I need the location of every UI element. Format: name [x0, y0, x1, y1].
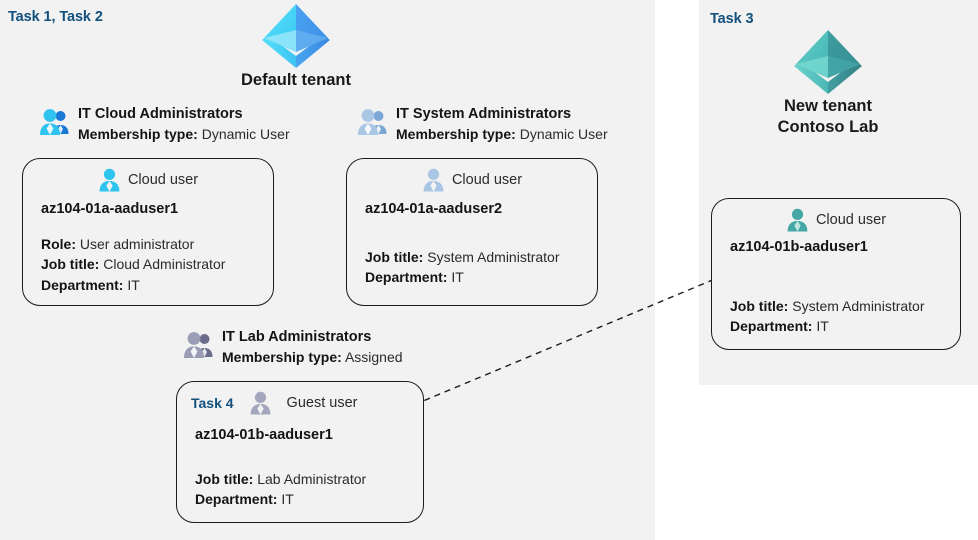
attribute-label: Department:: [730, 318, 813, 335]
attribute-value: System Administrator: [427, 249, 560, 265]
user-type-row: Cloud user: [712, 199, 960, 232]
membership-type-label: Membership type:: [222, 348, 342, 365]
attribute-row: Department: IT: [41, 275, 273, 295]
user-principal-name: az104-01a-aaduser1: [41, 201, 179, 217]
attribute-value: IT: [281, 491, 294, 508]
attribute-value: System Administrator: [792, 298, 925, 314]
user-attributes: Job title: Lab Administrator Department:…: [177, 443, 423, 510]
user-type-row: Cloud user: [23, 159, 273, 192]
user-type-row: Task 4 Guest user: [177, 382, 423, 415]
attribute-label: Department:: [365, 269, 448, 286]
group-it-cloud-administrators: IT Cloud Administrators Membership type:…: [38, 104, 290, 144]
user-card-az104-01a-aaduser2: Cloud user az104-01a-aaduser2 Job title:…: [346, 158, 598, 306]
azure-ad-tenant-pyramid-icon: [262, 4, 330, 68]
group-name: IT System Administrators: [396, 106, 572, 122]
group-membership: Membership type: Dynamic User: [396, 125, 608, 145]
user-type-label: Guest user: [286, 395, 358, 411]
user-attributes: Job title: System Administrator Departme…: [712, 255, 960, 337]
task-label-1-2: Task 1, Task 2: [8, 9, 103, 25]
attribute-label: Department:: [195, 491, 278, 508]
attribute-value: Cloud Administrator: [103, 256, 226, 273]
user-attributes: Role: User administrator Job title: Clou…: [23, 217, 273, 295]
attribute-row: Job title: System Administrator: [730, 296, 960, 316]
user-type-row: Cloud user: [347, 159, 597, 192]
cloud-user-icon: [787, 208, 808, 232]
azure-ad-tenant-pyramid-icon: [794, 30, 862, 94]
group-it-lab-administrators: IT Lab Administrators Membership type: A…: [182, 327, 403, 367]
membership-type-value: Dynamic User: [201, 125, 290, 142]
attribute-value: IT: [127, 276, 140, 293]
guest-user-icon: [250, 391, 270, 415]
default-tenant-name: Default tenant: [240, 71, 351, 89]
cloud-user-icon: [423, 168, 444, 192]
attribute-label: Job title:: [41, 256, 100, 273]
user-principal-name: az104-01b-aaduser1: [195, 427, 333, 443]
user-principal-name: az104-01b-aaduser1: [730, 239, 868, 255]
attribute-value: IT: [816, 318, 829, 335]
user-card-az104-01a-aaduser1: Cloud user az104-01a-aaduser1 Role: User…: [22, 158, 274, 306]
attribute-label: Role:: [41, 236, 76, 252]
group-membership: Membership type: Dynamic User: [78, 125, 290, 145]
membership-type-label: Membership type:: [396, 125, 516, 142]
attribute-value: IT: [451, 269, 464, 286]
attribute-label: Job title:: [365, 249, 424, 265]
attribute-row: Department: IT: [365, 267, 597, 287]
user-card-az104-01b-aaduser1: Cloud user az104-01b-aaduser1 Job title:…: [711, 198, 961, 350]
default-tenant-header: Default tenant: [196, 0, 396, 91]
attribute-row: Job title: Cloud Administrator: [41, 254, 273, 274]
task-label-4: Task 4: [191, 395, 234, 411]
user-type-label: Cloud user: [127, 172, 199, 188]
group-name: IT Cloud Administrators: [78, 106, 243, 122]
cloud-user-icon: [99, 168, 120, 192]
group-name: IT Lab Administrators: [222, 329, 372, 345]
user-attributes: Job title: System Administrator Departme…: [347, 217, 597, 288]
group-it-system-administrators: IT System Administrators Membership type…: [356, 104, 608, 144]
attribute-label: Job title:: [195, 471, 254, 487]
attribute-row: Department: IT: [195, 489, 423, 509]
attribute-value: User administrator: [79, 236, 195, 252]
attribute-value: Lab Administrator: [257, 471, 367, 487]
user-principal-name: az104-01a-aaduser2: [365, 201, 503, 217]
group-users-icon: [184, 332, 213, 358]
group-users-icon: [40, 109, 69, 135]
user-type-label: Cloud user: [451, 172, 523, 188]
attribute-row: Department: IT: [730, 316, 960, 336]
group-users-icon: [358, 109, 387, 135]
group-membership: Membership type: Assigned: [222, 348, 403, 368]
membership-type-value: Dynamic User: [519, 125, 608, 142]
user-type-label: Cloud user: [815, 212, 887, 228]
attribute-label: Department:: [41, 276, 124, 293]
attribute-row: Job title: System Administrator: [365, 247, 597, 267]
task-label-3: Task 3: [710, 11, 754, 27]
new-tenant-name-line2: Contoso Lab: [777, 117, 879, 136]
membership-type-value: Assigned: [344, 348, 403, 365]
membership-type-label: Membership type:: [78, 125, 198, 142]
attribute-row: Role: User administrator: [41, 234, 273, 254]
attribute-row: Job title: Lab Administrator: [195, 469, 423, 489]
user-card-guest-az104-01b-aaduser1: Task 4 Guest user az104-01b-aaduser1 Job…: [176, 381, 424, 523]
new-tenant-header: New tenant Contoso Lab: [716, 26, 940, 137]
new-tenant-name-line1: New tenant: [783, 97, 872, 115]
attribute-label: Job title:: [730, 298, 789, 314]
